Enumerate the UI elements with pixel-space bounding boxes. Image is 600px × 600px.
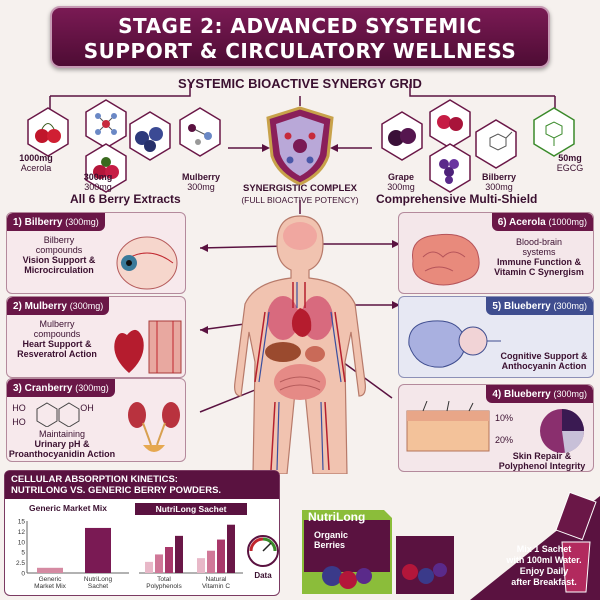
x-tick-label: NutriLong [84, 576, 113, 583]
egcg-molecule-icon [545, 121, 563, 146]
grid-title: SYSTEMIC BIOACTIVE SYNERGY GRID [178, 76, 422, 91]
x-tick-label: Vitamin C [202, 583, 230, 590]
molecule-icon-3 [489, 131, 513, 151]
bilberry-dose: Bilberry 300mg [481, 172, 516, 192]
center-line-1: SYNERGISTIC COMPLEX [242, 183, 357, 194]
mulberry-dose: Mulberry 300mg [181, 172, 220, 192]
grape-icon [439, 159, 459, 184]
left-group-label: All 6 Berry Extracts [70, 192, 181, 206]
y-tick-label: 0 [21, 571, 25, 578]
product-brand: NutriLong [308, 510, 366, 524]
left-berry-group [27, 99, 221, 193]
x-tick-label: Polyphenols [146, 583, 182, 590]
blueberry-icon [135, 127, 163, 152]
panel-blueberry-skin: 4) Blueberry (300mg) 10% 20% Skin Repair… [398, 384, 594, 472]
product-box-illustration [302, 510, 454, 594]
panel-cranberry: 3) Cranberry (300mg) HO OH HO Maintainin… [6, 378, 186, 462]
bar [37, 567, 63, 573]
panel-mulberry-head: 2) Mulberry (300mg) [7, 297, 110, 315]
panel-blueberry-head-5: 5) Blueberry (300mg) [486, 297, 593, 315]
panel-blueberry-cognitive: 5) Blueberry (300mg) Cognitive Support &… [398, 296, 594, 378]
center-line-2: (FULL BIOACTIVE POTENCY) [241, 195, 359, 205]
y-tick-label: 12 [18, 529, 26, 536]
sachet-corner [470, 491, 600, 600]
bar [227, 524, 235, 573]
gauge-icon [247, 535, 279, 567]
nutrilong-head: NutriLong Sachet [135, 503, 247, 515]
y-tick-label: 10 [18, 539, 26, 546]
y-tick-label: 2.5 [16, 560, 25, 567]
bar [175, 535, 183, 573]
molecule-structure-icon [36, 402, 80, 427]
bar [197, 558, 205, 573]
panel-cranberry-head: 3) Cranberry (300mg) [7, 379, 115, 397]
kidney-icon [128, 402, 180, 452]
cherry-icon [35, 129, 49, 143]
shield-icon [266, 106, 334, 186]
absorption-kinetics-box: CELLULAR ABSORPTION KINETICS: NUTRILONG … [4, 470, 280, 596]
molecule-icon-2 [188, 124, 212, 145]
header-banner: STAGE 2: ADVANCED SYSTEMIC SUPPORT & CIR… [50, 6, 550, 68]
y-tick-label: 15 [18, 519, 26, 526]
heart-artery-icon [114, 320, 182, 374]
generic-mix-head: Generic Market Mix [29, 503, 107, 513]
x-tick-label: Sachet [88, 583, 108, 590]
bar [155, 554, 163, 573]
brain-neuron-icon [408, 320, 501, 368]
heart-icon [291, 308, 312, 337]
bar [145, 561, 153, 573]
eye-icon [116, 236, 178, 290]
blackberry-icon [388, 128, 416, 146]
raspberry-icon-right [437, 115, 463, 131]
bar [165, 547, 173, 573]
right-berry-group [381, 99, 575, 193]
raspberry-icon [93, 157, 119, 179]
x-tick-label: Generic [39, 576, 63, 583]
header-line-1: STAGE 2: ADVANCED SYSTEMIC [118, 14, 482, 38]
panel-acerola-head: 6) Acerola (1000mg) [491, 213, 593, 231]
egcg-dose: 50mg EGCG [556, 153, 584, 173]
gauge-label: Data [254, 571, 272, 580]
kinetics-title: CELLULAR ABSORPTION KINETICS: NUTRILONG … [5, 471, 279, 499]
human-body-illustration [234, 215, 366, 474]
mid-dose: 300mg 300mg [83, 172, 113, 192]
bar [217, 539, 225, 573]
bar [85, 527, 111, 573]
pie-chart-icon [540, 409, 585, 453]
header-line-2: SUPPORT & CIRCULATORY WELLNESS [83, 39, 517, 63]
right-group-label: Comprehensive Multi-Shield [376, 192, 538, 206]
brain-icon [412, 233, 480, 286]
x-tick-label: Natural [206, 576, 228, 583]
skin-layer-icon [406, 401, 490, 452]
bar [207, 550, 215, 573]
panel-blueberry-head-4: 4) Blueberry (300mg) [486, 385, 593, 403]
y-tick-label: 5 [21, 550, 25, 557]
acerola-dose: 1000mg Acerola [19, 153, 53, 173]
grape-dose: Grape 300mg [387, 172, 415, 192]
panel-bilberry-head: 1) Bilberry (300mg) [7, 213, 105, 231]
x-tick-label: Total [157, 576, 171, 583]
x-tick-label: Market Mix [34, 583, 67, 590]
